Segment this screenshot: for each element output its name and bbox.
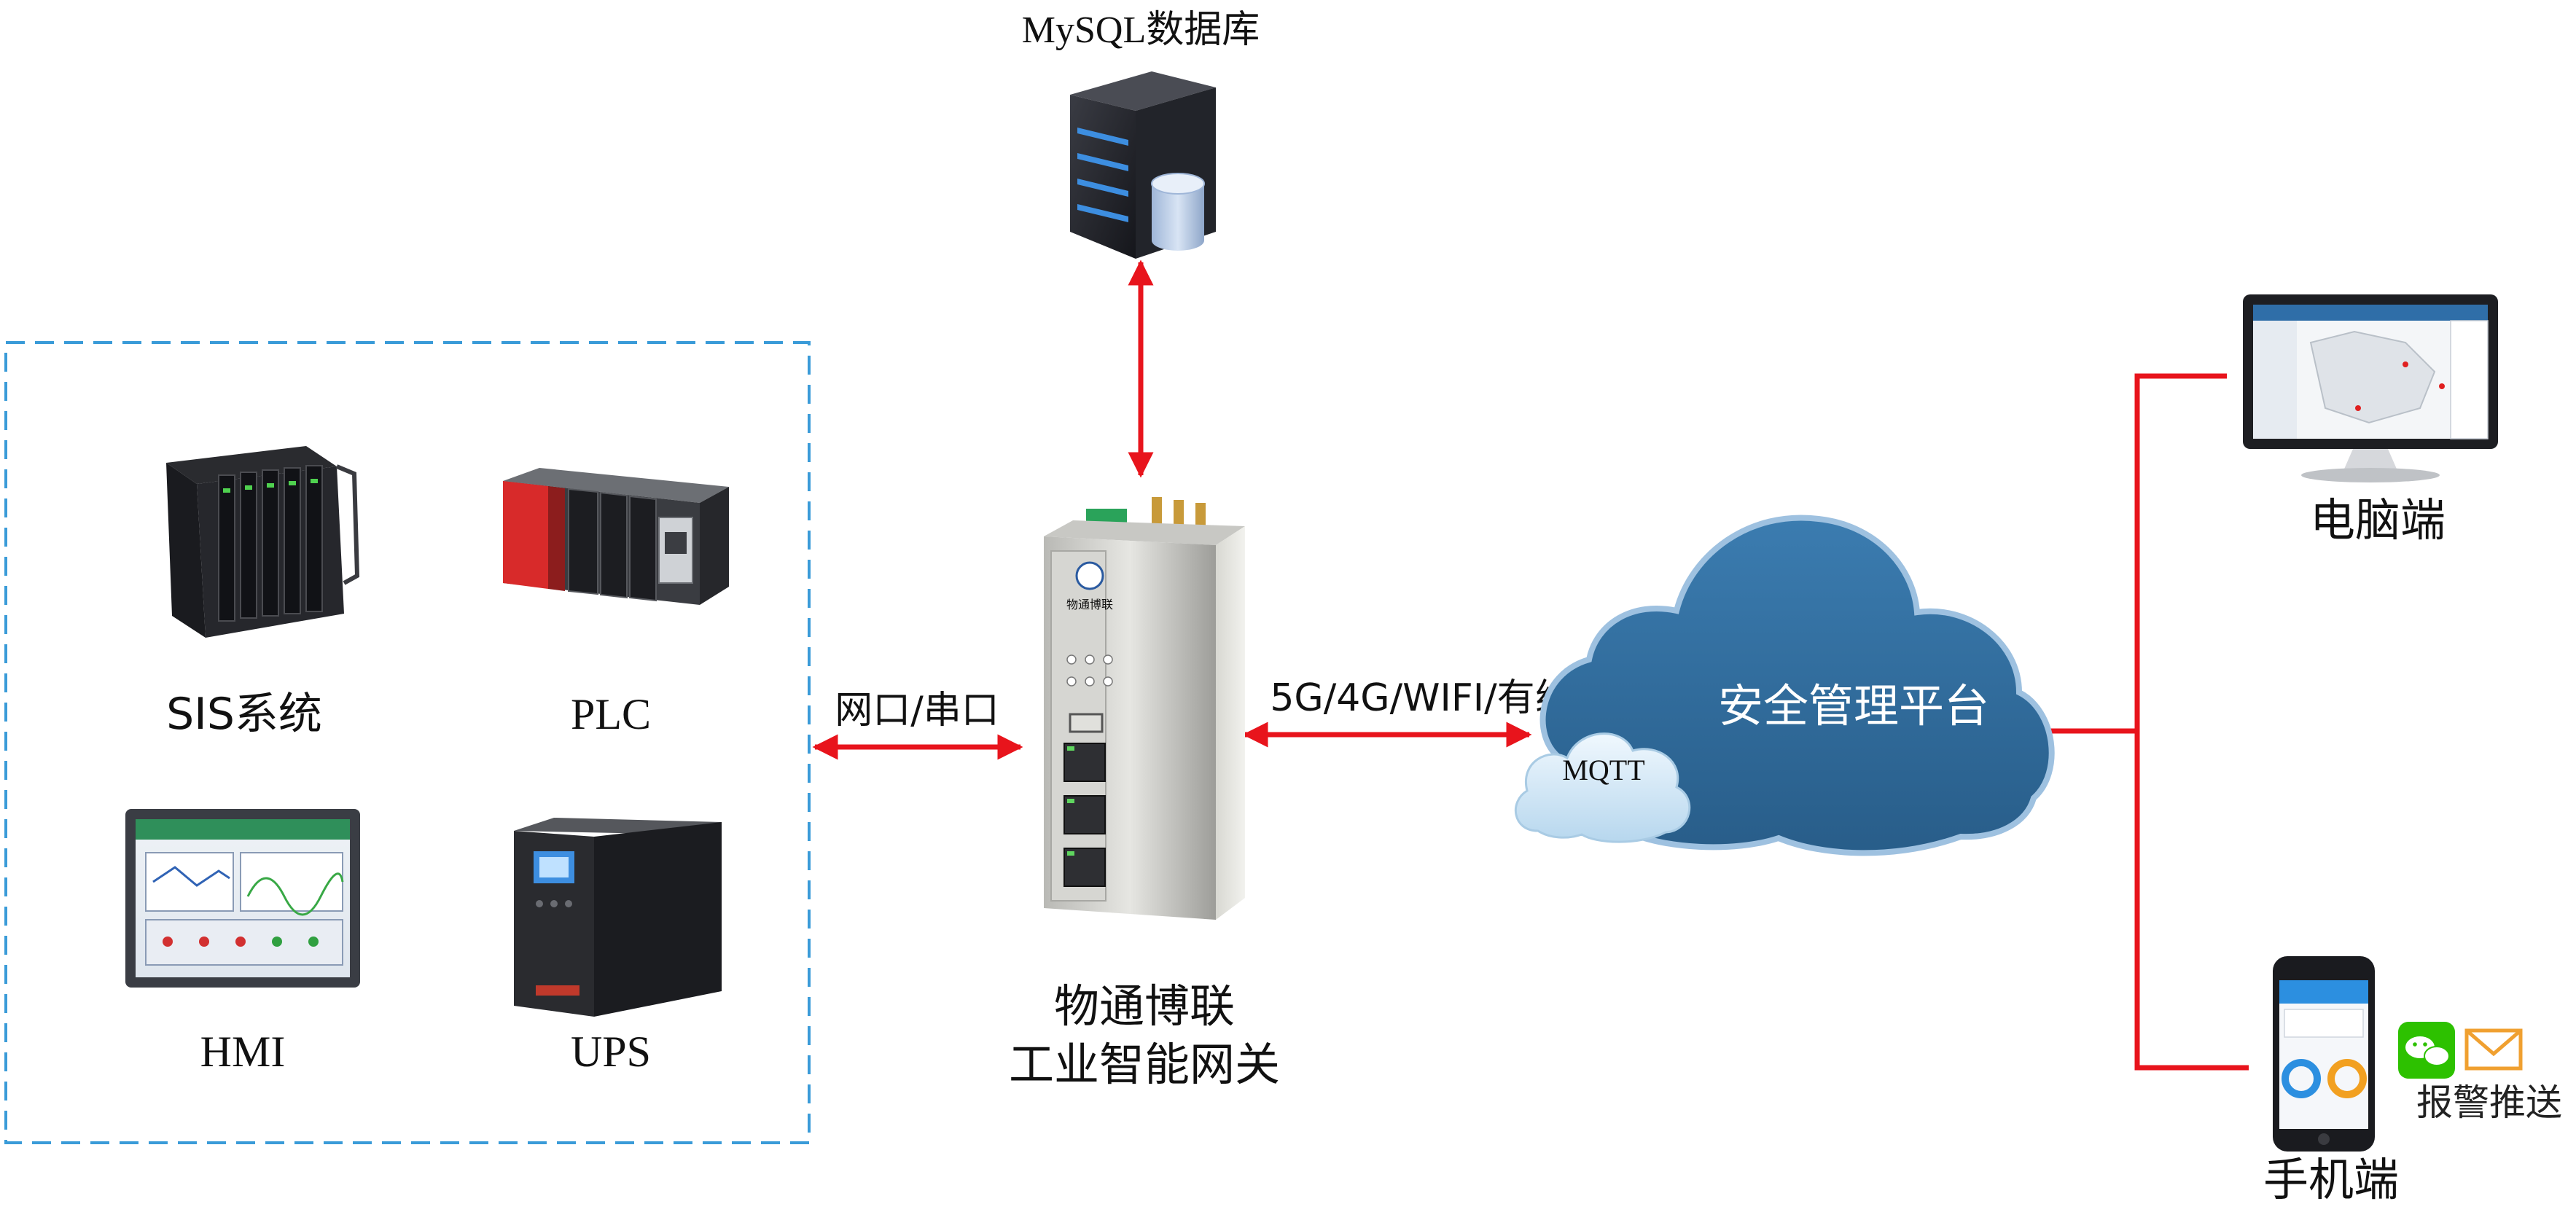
mysql-server-icon: [1070, 71, 1216, 259]
sis-system-icon: [166, 446, 360, 638]
platform-label: 安全管理平台: [1718, 679, 1989, 732]
connectors: [812, 259, 2249, 1071]
field-devices-frame: [4, 341, 811, 1144]
hmi-icon: [125, 809, 360, 988]
ups-icon: [514, 818, 722, 1017]
pc-monitor-icon: [2243, 294, 2498, 482]
device-label-plc: PLC: [571, 690, 651, 738]
gateway-label-line2: 工业智能网关: [1009, 1038, 1280, 1091]
client-label-pc: 电脑端: [2310, 493, 2446, 547]
plc-icon: [503, 468, 729, 605]
client-label-mobile: 手机端: [2263, 1153, 2399, 1206]
network-link-label: 5G/4G/WIFI/有线: [1270, 676, 1572, 720]
alarm-push-label: 报警推送: [2416, 1082, 2562, 1124]
database-label: MySQL数据库: [1022, 9, 1260, 51]
gateway-device-icon: 物通博联: [1044, 497, 1245, 920]
platform-pc-connector: [2134, 373, 2249, 1071]
gateway-panel-brand: 物通博联: [1066, 598, 1113, 611]
wechat-icon: [2398, 1022, 2455, 1079]
mqtt-label: MQTT: [1562, 754, 1644, 786]
device-label-ups: UPS: [571, 1028, 651, 1076]
gateway-label-line1: 物通博联: [1054, 980, 1235, 1033]
mobile-phone-icon: [2273, 956, 2375, 1152]
mail-icon: [2464, 1028, 2523, 1071]
mqtt-cloud-icon: [1515, 732, 1691, 843]
device-link-label: 网口/串口: [835, 689, 999, 732]
device-label-hmi: HMI: [200, 1028, 286, 1076]
device-label-sis: SIS系统: [166, 689, 322, 740]
